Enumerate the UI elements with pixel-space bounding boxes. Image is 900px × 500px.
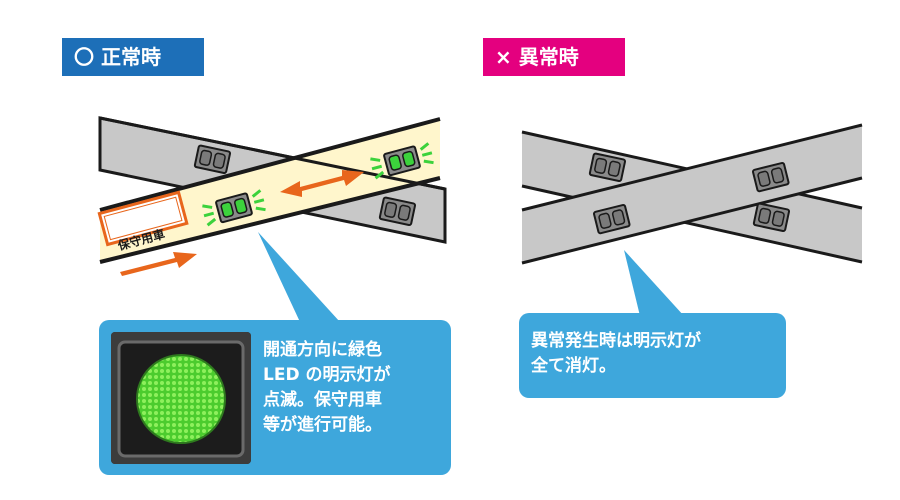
callout-pointer [258, 232, 340, 322]
abnormal-state-badge: × 異常時 [483, 38, 625, 76]
two-way-arrow-icon [280, 170, 364, 197]
maintenance-vehicle-icon [97, 190, 189, 247]
callout-line: 点滅。保守用車 [263, 390, 382, 410]
callout-line: LED の明示灯が [263, 365, 391, 385]
callout-line: 異常発生時は明示灯が [531, 331, 701, 351]
callout-line: 等が進行可能。 [263, 415, 382, 435]
green-led-signal-photo [111, 332, 251, 464]
callout-line: 開通方向に緑色 [263, 340, 382, 360]
abnormal-callout-text: 異常発生時は明示灯が 全て消灯。 [531, 329, 701, 379]
lamp-unlit-icon [752, 202, 791, 233]
forward-arrow-icon [120, 252, 197, 276]
lamp-lit-icon [202, 189, 266, 227]
normal-state-badge: 〇 正常時 [62, 38, 204, 76]
lamp-unlit-icon [193, 144, 232, 175]
callout-pointer [624, 250, 684, 316]
lamp-lit-icon [370, 142, 434, 180]
abnormal-callout: 異常発生時は明示灯が 全て消灯。 [519, 313, 786, 398]
lamp-unlit-icon [593, 203, 631, 235]
lamp-unlit-icon [588, 152, 627, 183]
lamp-unlit-icon [752, 161, 790, 193]
track-ascending-highlighted [100, 119, 440, 262]
callout-line: 全て消灯。 [531, 356, 616, 376]
normal-callout-text: 開通方向に緑色 LED の明示灯が 点滅。保守用車 等が進行可能。 [263, 338, 390, 438]
normal-callout: 開通方向に緑色 LED の明示灯が 点滅。保守用車 等が進行可能。 [99, 320, 451, 475]
lamp-unlit-icon [378, 196, 417, 227]
